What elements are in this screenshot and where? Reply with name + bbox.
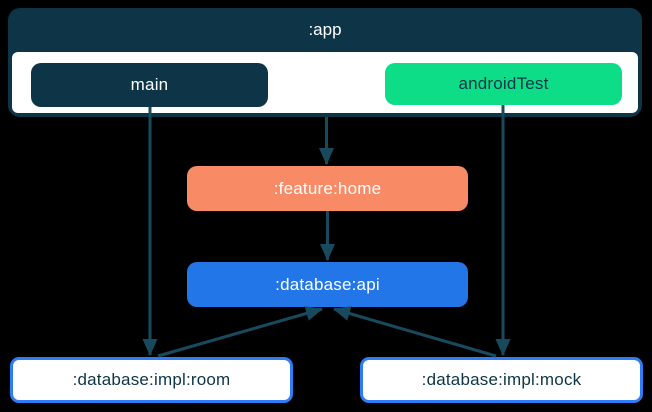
source-set-main: main xyxy=(31,63,268,107)
module-database-impl-mock: :database:impl:mock xyxy=(360,357,643,403)
source-set-androidtest: androidTest xyxy=(385,63,622,105)
module-feature-home: :feature:home xyxy=(187,166,468,211)
module-database-impl-room: :database:impl:room xyxy=(10,357,293,403)
edge-database-impl-mock-to-database-api xyxy=(333,306,497,358)
module-database-api: :database:api xyxy=(187,262,468,307)
app-module-title: :app xyxy=(308,20,342,39)
edge-database-impl-room-to-database-api xyxy=(157,306,323,358)
